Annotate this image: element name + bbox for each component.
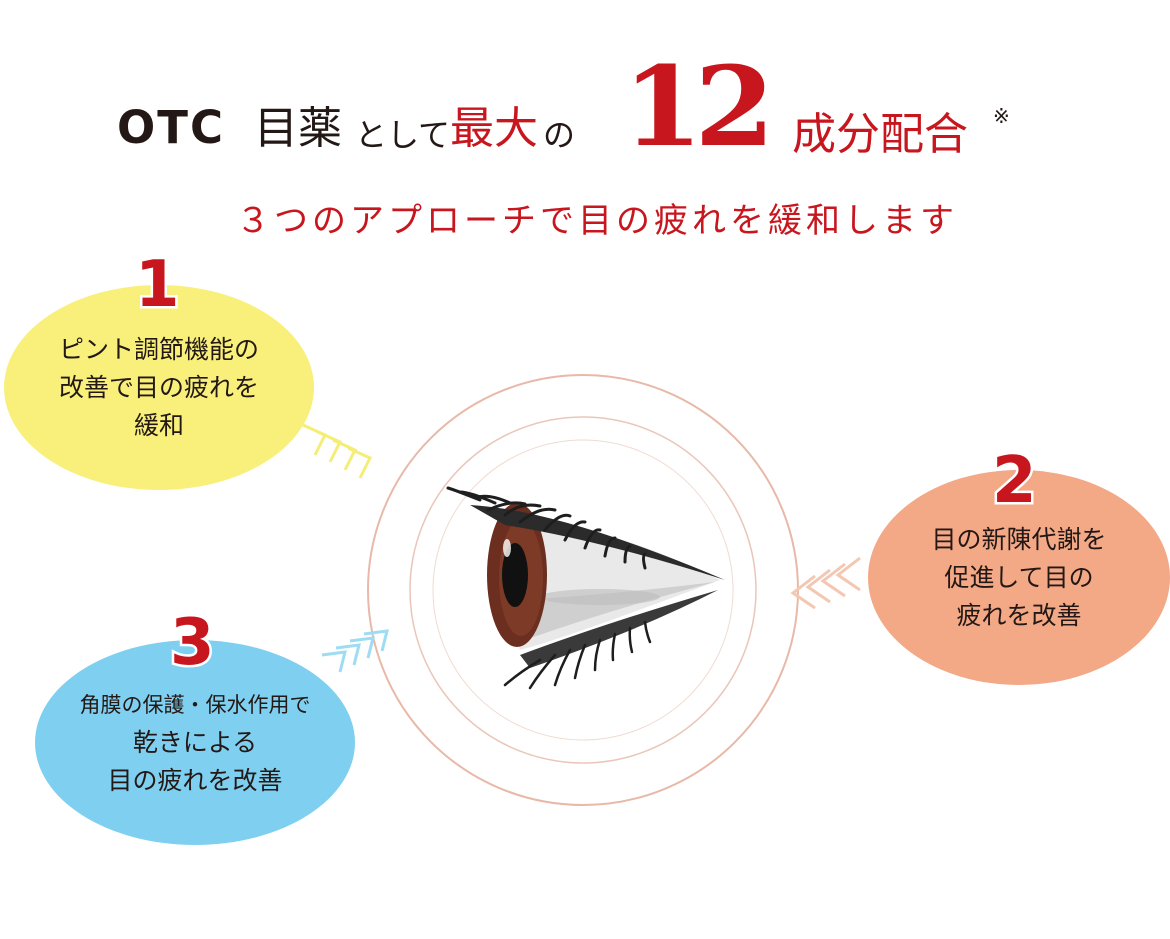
approach-3-line-2: 乾きによる <box>132 727 258 757</box>
chevron-arrows-icon <box>302 423 373 479</box>
chevron-arrows-icon <box>790 556 861 610</box>
headline-max: 最大 <box>450 103 538 154</box>
approach-1-line-3: 緩和 <box>133 410 184 440</box>
subtitle: ３つのアプローチで目の疲れを緩和します <box>236 201 958 241</box>
eye-illustration <box>446 486 725 690</box>
headline-medicine: 目薬 <box>254 103 342 154</box>
approach-bubble-3: 角膜の保護・保水作用で 乾きによる 目の疲れを改善 <box>35 640 355 845</box>
headline-no: の <box>543 116 576 154</box>
approach-2-line-2: 促進して目の <box>944 562 1094 592</box>
headline-ingredients: 成分配合 <box>792 109 968 160</box>
headline: OTC 目薬 として 最大 の 12 成分配合 ※ <box>0 0 1170 200</box>
approach-1-line-1: ピント調節機能の <box>58 334 259 364</box>
approach-2-line-3: 疲れを改善 <box>956 600 1082 630</box>
headline-count: 12 <box>622 42 775 171</box>
chevron-arrows-icon <box>321 629 389 673</box>
approach-3-line-1: 角膜の保護・保水作用で <box>79 692 311 717</box>
headline-otc: OTC <box>117 101 225 154</box>
approach-3-line-3: 目の疲れを改善 <box>107 765 283 795</box>
headline-note-mark: ※ <box>993 104 1010 128</box>
approach-2-line-1: 目の新陳代謝を <box>931 524 1107 554</box>
approach-1-line-2: 改善で目の疲れを <box>58 372 259 402</box>
approach-bubble-1: ピント調節機能の 改善で目の疲れを 緩和 <box>4 285 314 490</box>
approach-number-1: 1 <box>133 248 182 323</box>
headline-as: として <box>355 116 451 154</box>
approach-number-3: 3 <box>168 606 217 681</box>
approach-bubble-2: 目の新陳代謝を 促進して目の 疲れを改善 <box>868 470 1170 685</box>
approach-number-2: 2 <box>990 444 1039 519</box>
